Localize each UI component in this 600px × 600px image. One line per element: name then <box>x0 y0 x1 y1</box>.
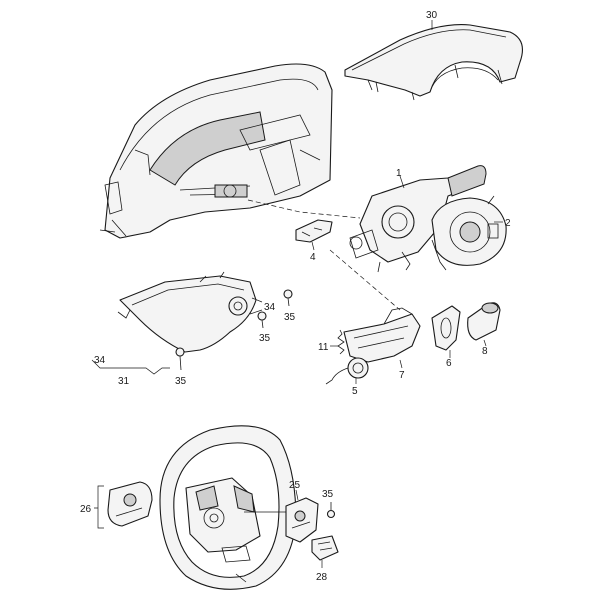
callout-25: 25 <box>289 480 301 491</box>
callout-35-lower: 35 <box>175 376 187 387</box>
leader-34a <box>249 297 263 315</box>
leader-1 <box>399 175 405 189</box>
bracket-31 <box>91 359 170 375</box>
part-26-switch-panel[interactable] <box>107 481 153 527</box>
callout-30: 30 <box>426 10 438 21</box>
part-30-column-trim-cover[interactable] <box>344 24 523 101</box>
leader-8 <box>483 339 487 347</box>
callout-8: 8 <box>482 346 488 357</box>
part-35-screw-c[interactable] <box>175 347 185 371</box>
callout-4: 4 <box>310 252 316 263</box>
callout-2: 2 <box>505 218 511 229</box>
part-5-lock-cylinder[interactable] <box>325 357 369 385</box>
callout-11: 11 <box>318 342 329 353</box>
callout-26: 26 <box>80 504 92 515</box>
callout-28: 28 <box>316 572 328 583</box>
part-6-trim-ring[interactable] <box>431 305 461 351</box>
callout-5: 5 <box>352 386 358 397</box>
part-11-spring[interactable] <box>337 329 345 355</box>
column-tube <box>214 184 248 198</box>
callout-6: 6 <box>446 358 452 369</box>
part-2-clock-spring[interactable] <box>431 195 507 271</box>
callout-1: 1 <box>396 168 402 179</box>
callout-35-upper: 35 <box>284 312 296 323</box>
alignment-line-switch <box>329 249 401 311</box>
part-7-lock-housing[interactable] <box>343 307 421 363</box>
part-4-bracket[interactable] <box>295 219 333 243</box>
part-31-lower-trim-cover[interactable] <box>117 271 257 353</box>
part-35-screw-d[interactable] <box>326 502 336 519</box>
part-35-screw-b[interactable] <box>257 311 267 329</box>
leader-4 <box>311 241 315 251</box>
callout-35-wheel: 35 <box>322 489 334 500</box>
bracket-26 <box>94 485 104 529</box>
callout-34-lower: 34 <box>94 355 106 366</box>
leader-7 <box>399 359 403 369</box>
part-25-switch-panel[interactable] <box>285 497 319 543</box>
part-35-screw-a[interactable] <box>283 289 293 307</box>
callout-35-middle: 35 <box>259 333 271 344</box>
dashboard-frame[interactable] <box>99 63 333 239</box>
leader-25 <box>295 489 299 501</box>
callout-7: 7 <box>399 370 405 381</box>
steering-wheel[interactable] <box>159 425 297 590</box>
alignment-line-column <box>247 199 361 219</box>
part-28-button-module[interactable] <box>311 535 339 561</box>
part-8-ignition-knob[interactable] <box>467 302 501 341</box>
callout-34-upper: 34 <box>264 302 276 313</box>
callout-31: 31 <box>118 376 130 387</box>
part-1-column-switch-module[interactable] <box>349 165 487 273</box>
